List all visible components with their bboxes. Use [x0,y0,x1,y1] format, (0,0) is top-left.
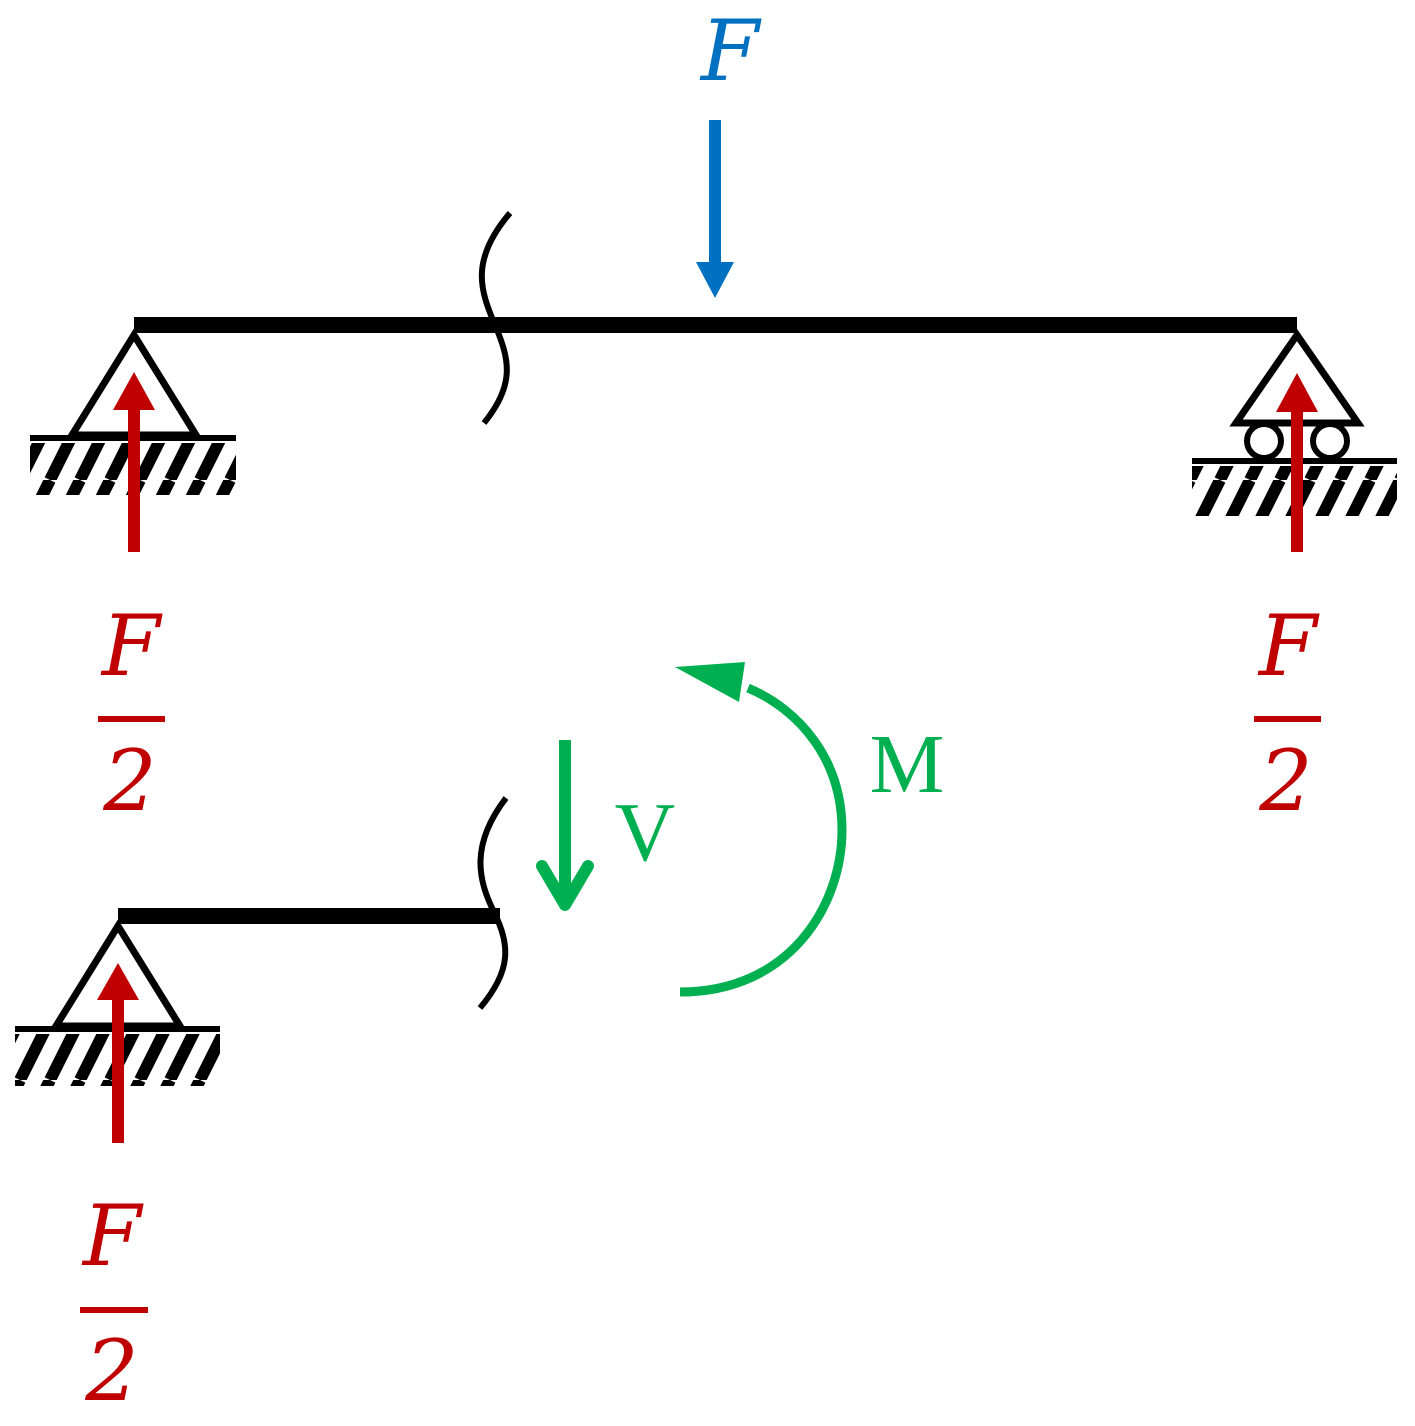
reaction-denominator: 2 [84,1322,138,1420]
section-cut-mark [477,796,509,1010]
reaction-numerator: F [81,1187,144,1285]
reaction-arrow-cut [97,963,139,1143]
applied-force-arrow [696,120,734,298]
reaction-label-right: F 2 [1254,597,1321,830]
section-cut-mark [478,211,513,425]
reaction-denominator: 2 [1258,732,1312,830]
reaction-numerator: F [1257,597,1320,695]
reaction-label-left: F 2 [98,597,165,830]
full-beam-diagram: F F 2 F 2 [30,2,1397,830]
shear-force-arrow [536,740,594,911]
bending-moment-arrow [675,662,847,997]
reaction-denominator: 2 [102,732,156,830]
bending-moment-label: M [870,718,945,811]
reaction-label-cut: F 2 [80,1187,148,1420]
reaction-arrow-right [1276,373,1318,552]
reaction-arrow-left [113,372,155,552]
cut-segment-diagram: F 2 V M [15,662,944,1420]
applied-force-label: F [699,2,762,100]
shear-force-label: V [615,786,676,879]
reaction-numerator: F [100,597,163,695]
